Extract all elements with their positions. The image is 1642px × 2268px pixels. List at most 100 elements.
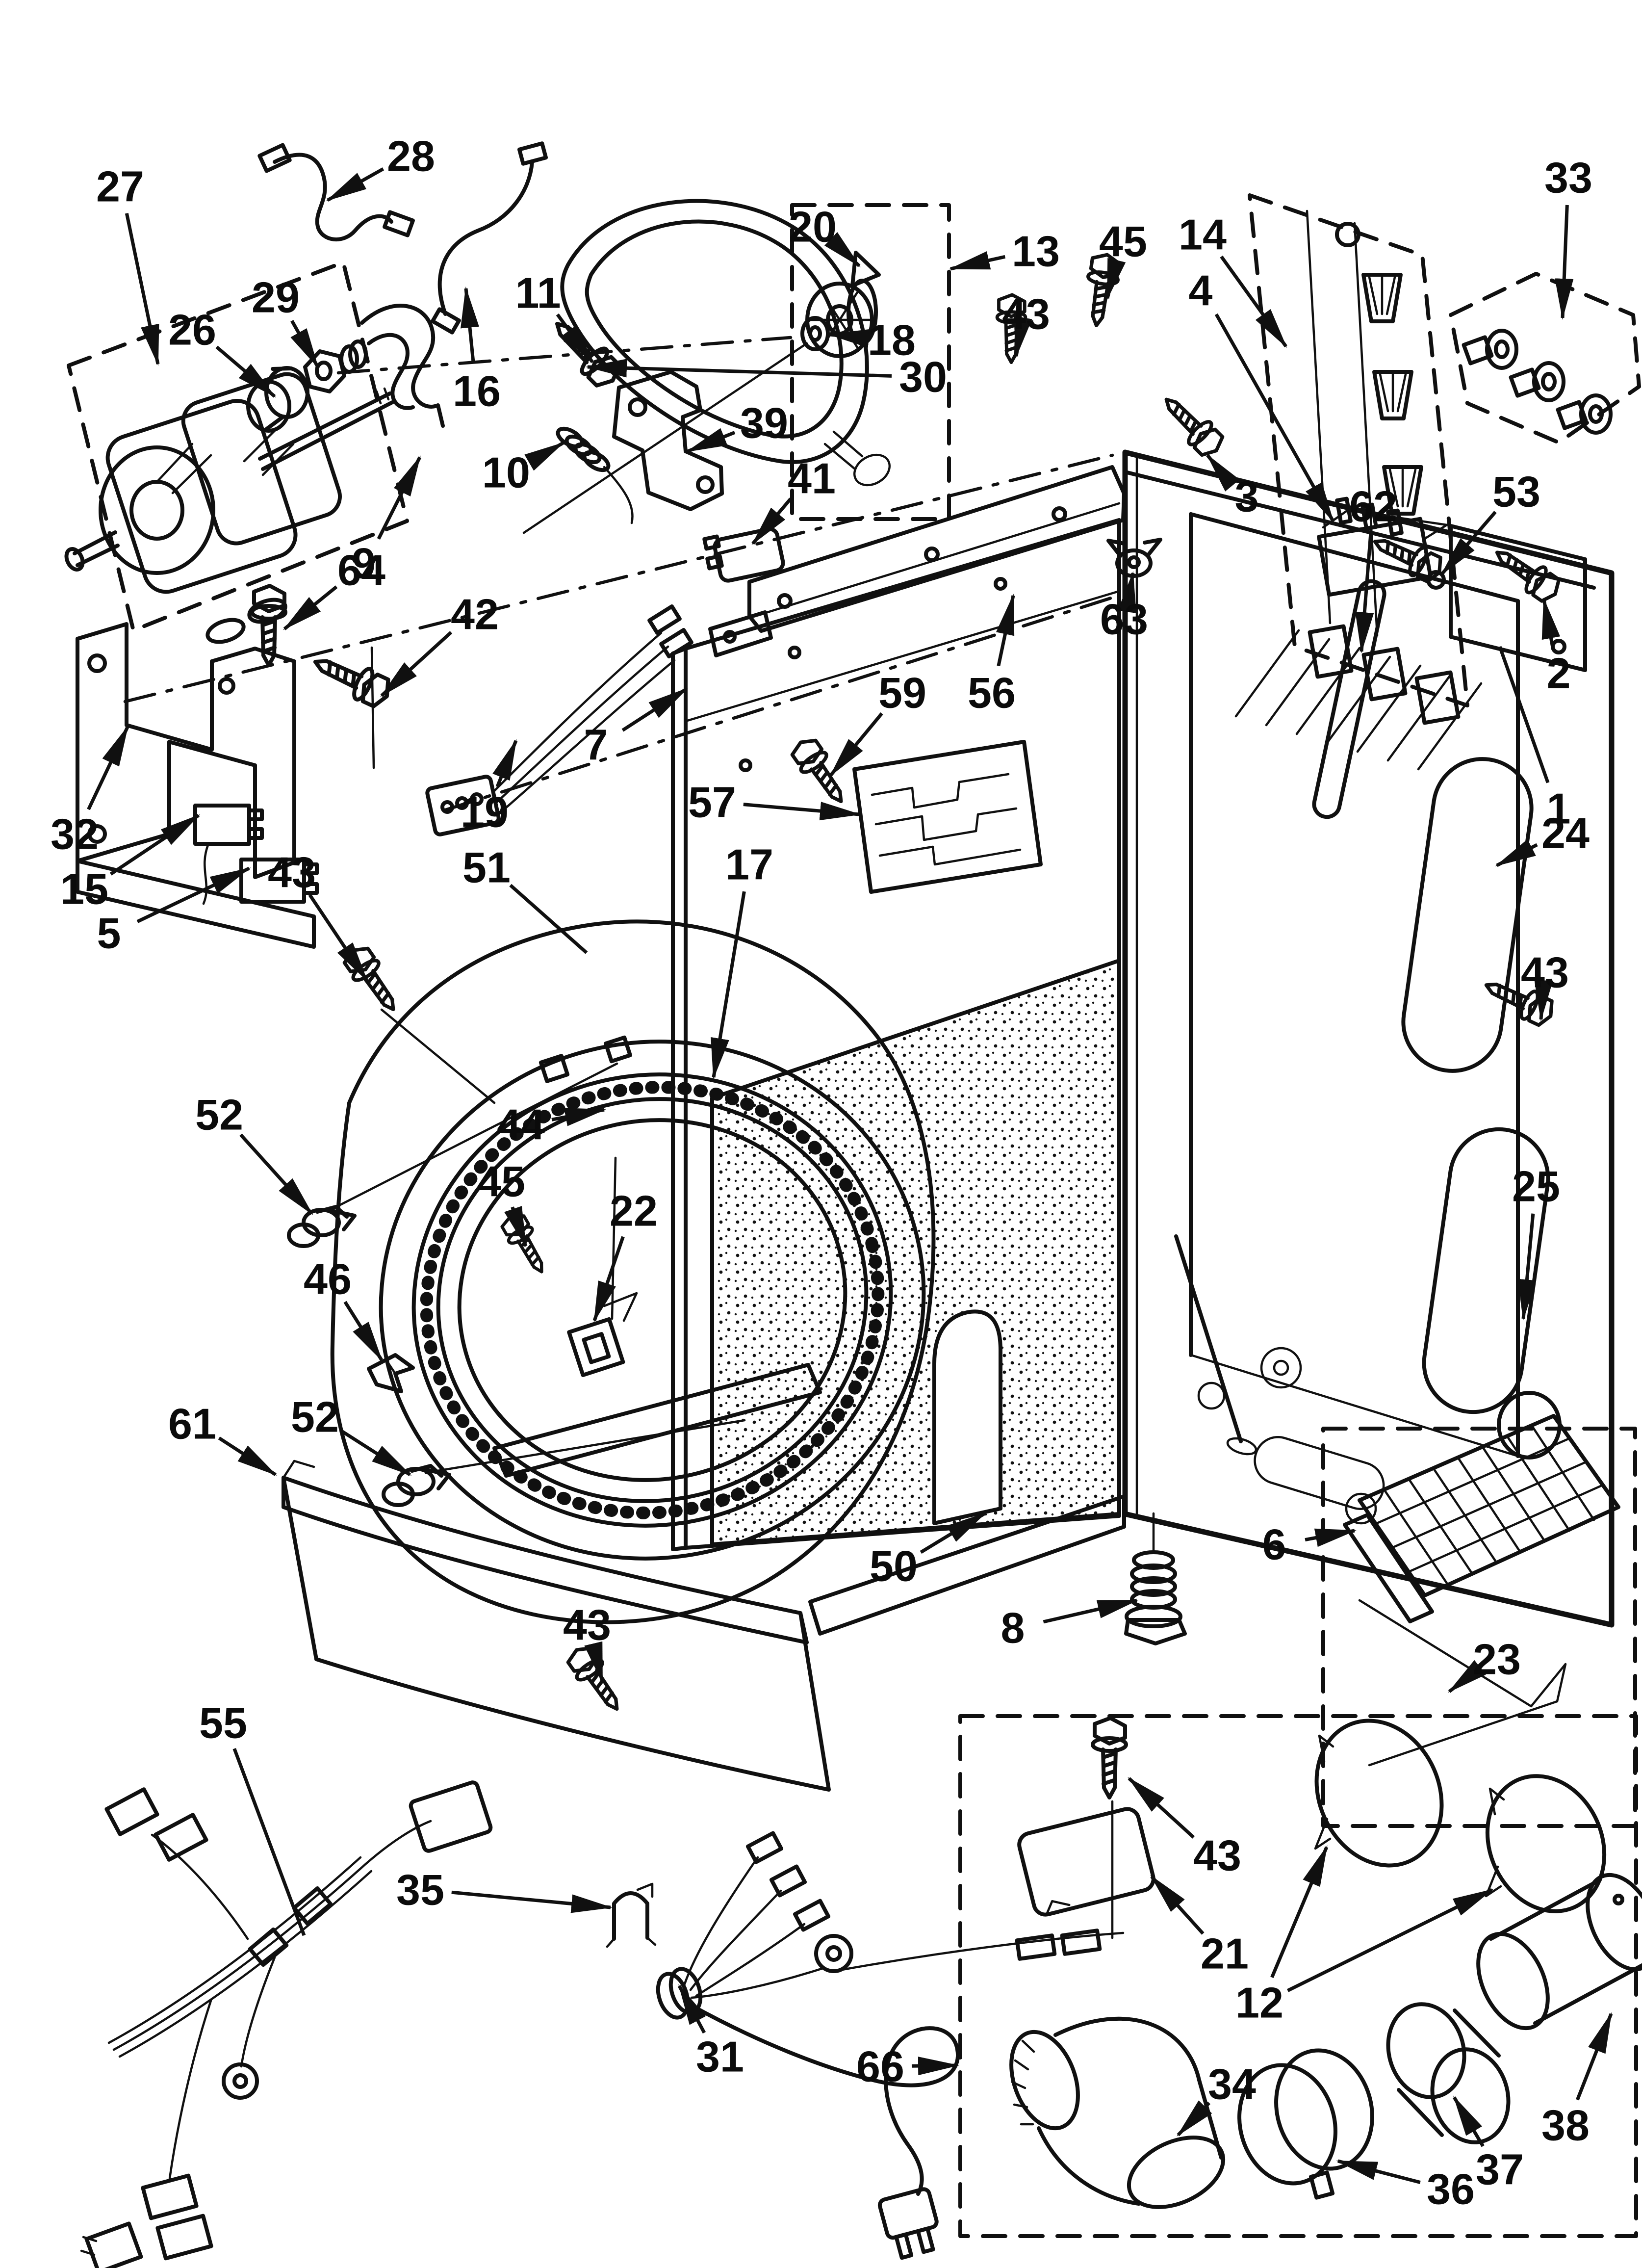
callout-label-21: 21 bbox=[1201, 1929, 1249, 1978]
leader-line-7 bbox=[621, 687, 689, 732]
leader-line-16 bbox=[461, 287, 479, 364]
callout-44: 44 bbox=[497, 1100, 606, 1149]
lint-screen-6 bbox=[1343, 1414, 1620, 1623]
heat-shield-screen-17 bbox=[710, 959, 1121, 1546]
leader-line-51 bbox=[509, 884, 588, 954]
callout-label-43-kit: 43 bbox=[1193, 1831, 1241, 1880]
duct-37 bbox=[1386, 2002, 1511, 2144]
leader-line-45-top bbox=[1105, 258, 1126, 300]
callout-18: 18 bbox=[828, 316, 916, 365]
callout-23: 23 bbox=[1447, 1635, 1521, 1693]
callout-label-1: 1 bbox=[1547, 784, 1571, 833]
callout-30: 30 bbox=[586, 353, 947, 401]
callout-label-66: 66 bbox=[856, 2042, 904, 2091]
access-panel-61 bbox=[282, 1460, 831, 1792]
callout-label-56: 56 bbox=[968, 669, 1016, 717]
leader-line-5 bbox=[136, 866, 251, 923]
leader-line-13 bbox=[949, 251, 1006, 271]
callout-35: 35 bbox=[396, 1866, 613, 1914]
callout-label-13: 13 bbox=[1012, 227, 1060, 276]
callout-label-38: 38 bbox=[1541, 2101, 1590, 2150]
callout-46: 46 bbox=[304, 1255, 383, 1362]
callout-label-46: 46 bbox=[304, 1255, 352, 1303]
stud-connectors-33 bbox=[1462, 329, 1613, 435]
callout-label-36: 36 bbox=[1427, 2165, 1475, 2214]
leader-line-59 bbox=[829, 712, 883, 777]
callout-label-14: 14 bbox=[1179, 210, 1227, 259]
callout-17: 17 bbox=[711, 840, 773, 1079]
callout-64: 64 bbox=[282, 546, 385, 630]
leader-line-52-upper bbox=[239, 1133, 313, 1215]
thermostat-41 bbox=[702, 527, 785, 583]
door-seal-44 bbox=[420, 1081, 885, 1519]
leader-line-44 bbox=[551, 1108, 606, 1126]
callout-61: 61 bbox=[168, 1400, 278, 1476]
motor-mount-bracket bbox=[76, 622, 316, 949]
callout-label-5: 5 bbox=[97, 909, 121, 958]
callout-45-door: 45 bbox=[477, 1157, 528, 1248]
leader-line-35 bbox=[451, 1890, 613, 1913]
callout-label-43-panel: 43 bbox=[563, 1601, 611, 1649]
callout-43-panel: 43 bbox=[563, 1601, 611, 1684]
callout-5: 5 bbox=[97, 866, 251, 958]
leader-line-43-right bbox=[1534, 979, 1553, 1021]
leader-line-61 bbox=[218, 1436, 278, 1476]
callout-label-26: 26 bbox=[168, 306, 216, 354]
leader-line-20 bbox=[824, 232, 861, 267]
callout-label-44: 44 bbox=[497, 1100, 545, 1149]
callout-label-22: 22 bbox=[610, 1187, 658, 1235]
callout-label-28: 28 bbox=[387, 132, 435, 181]
callout-57: 57 bbox=[688, 778, 861, 827]
callout-25: 25 bbox=[1512, 1162, 1560, 1321]
leader-line-2 bbox=[1541, 598, 1561, 647]
leader-line-28 bbox=[326, 167, 385, 202]
callout-43-kit: 43 bbox=[1128, 1777, 1241, 1880]
leader-line-23 bbox=[1447, 1660, 1486, 1693]
leader-line-50 bbox=[920, 1512, 987, 1554]
callout-label-29: 29 bbox=[252, 273, 300, 322]
callout-label-20: 20 bbox=[789, 203, 837, 251]
callout-12: 12 bbox=[1235, 1845, 1494, 2027]
callout-label-17: 17 bbox=[725, 840, 773, 889]
leveling-leg-8 bbox=[1124, 1512, 1187, 1645]
leader-line-55 bbox=[232, 1748, 306, 1936]
callout-label-16: 16 bbox=[453, 367, 501, 416]
leader-line-12 bbox=[1270, 1845, 1329, 1978]
callout-7: 7 bbox=[584, 687, 689, 769]
callout-43-door: 43 bbox=[268, 848, 368, 982]
leader-line-43-door bbox=[308, 894, 368, 982]
callout-37: 37 bbox=[1452, 2095, 1524, 2194]
callout-28: 28 bbox=[326, 132, 435, 202]
leader-line-12 bbox=[1287, 1888, 1494, 1992]
callout-label-57: 57 bbox=[688, 778, 736, 827]
leader-line-38 bbox=[1576, 2012, 1613, 2101]
callout-label-18: 18 bbox=[868, 316, 916, 365]
leader-line-43-top bbox=[1014, 315, 1032, 358]
callout-43-right: 43 bbox=[1521, 948, 1569, 1021]
callout-32: 32 bbox=[51, 725, 129, 859]
motor-wire-28 bbox=[257, 143, 415, 242]
leader-line-17 bbox=[711, 891, 746, 1079]
door-opening-rings bbox=[379, 1040, 926, 1561]
callout-label-6: 6 bbox=[1262, 1520, 1286, 1569]
callout-43-top: 43 bbox=[1002, 290, 1050, 358]
drive-motor bbox=[64, 372, 394, 644]
callout-label-41: 41 bbox=[788, 454, 836, 503]
leader-line-56 bbox=[996, 594, 1015, 667]
callout-label-34: 34 bbox=[1208, 2060, 1256, 2109]
callout-4: 4 bbox=[1189, 266, 1335, 523]
screw-43-kit bbox=[1093, 1718, 1126, 1798]
callout-label-63: 63 bbox=[1100, 595, 1148, 644]
callout-label-52-upper: 52 bbox=[195, 1091, 243, 1139]
callout-52-lower: 52 bbox=[291, 1393, 412, 1476]
callout-38: 38 bbox=[1541, 2012, 1613, 2150]
leader-line-30 bbox=[586, 359, 892, 378]
idler-clip bbox=[850, 251, 881, 287]
callout-label-25: 25 bbox=[1512, 1162, 1560, 1211]
leader-line-64 bbox=[282, 585, 338, 630]
leader-line-36 bbox=[1336, 2159, 1421, 2184]
leader-line-42 bbox=[380, 631, 453, 697]
callout-26: 26 bbox=[168, 306, 277, 398]
pulley-nut bbox=[303, 339, 368, 393]
stud-kit-dashed-box bbox=[1449, 272, 1641, 444]
